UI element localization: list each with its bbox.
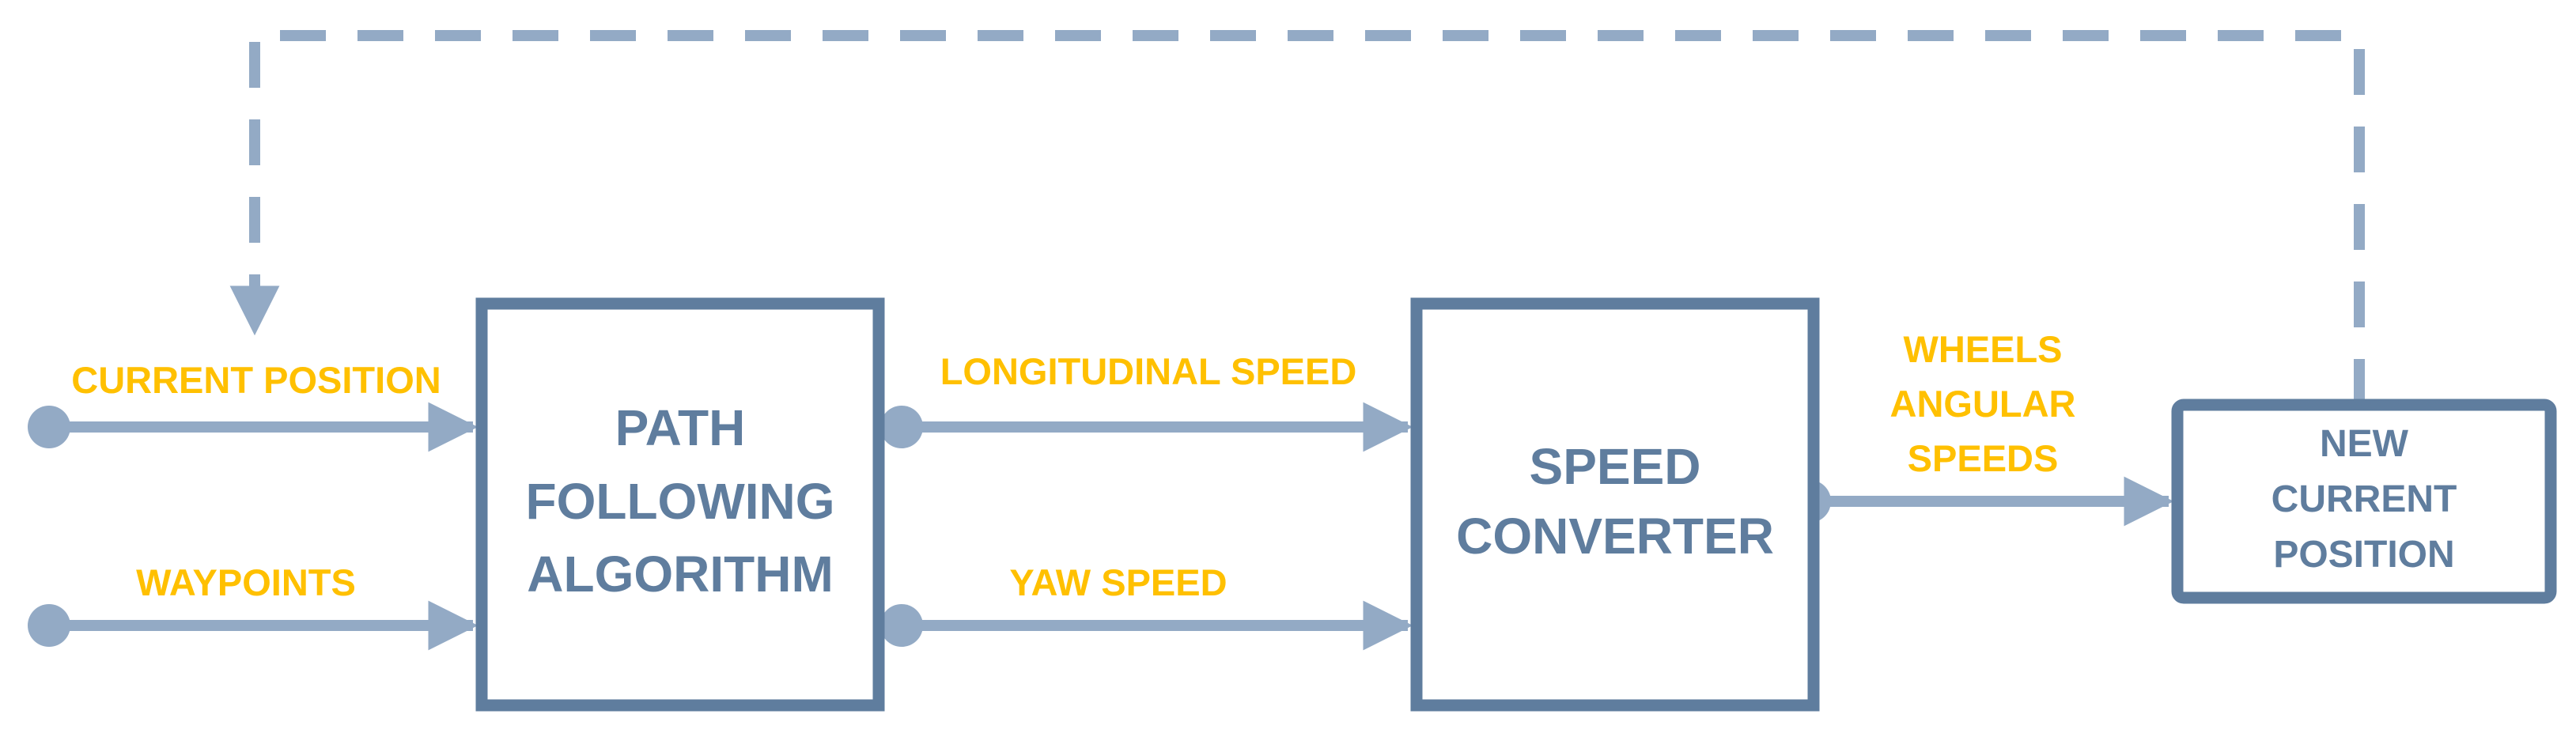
yaw-speed-start-dot bbox=[880, 604, 923, 647]
longitudinal-speed-start-dot bbox=[880, 406, 923, 448]
path-following-title-line2: FOLLOWING bbox=[525, 473, 834, 530]
new-position-title-line2: CURRENT bbox=[2271, 478, 2457, 520]
wheels-angular-speeds-label-line3: SPEEDS bbox=[1908, 437, 2059, 479]
yaw-speed-label: YAW SPEED bbox=[1009, 561, 1227, 603]
speed-converter-title-line2: CONVERTER bbox=[1456, 508, 1774, 565]
current-position-start-dot bbox=[28, 406, 70, 448]
new-position-block bbox=[2171, 399, 2557, 604]
waypoints-label: WAYPOINTS bbox=[136, 561, 356, 603]
path-following-title-line1: PATH bbox=[615, 399, 746, 456]
longitudinal-speed-label: LONGITUDINAL SPEED bbox=[940, 350, 1357, 392]
current-position-label: CURRENT POSITION bbox=[71, 359, 441, 401]
wheels-angular-speeds-label-line2: ANGULAR bbox=[1890, 383, 2076, 425]
speed-converter-title-line1: SPEED bbox=[1530, 438, 1701, 495]
new-position-title-line1: NEW bbox=[2320, 423, 2409, 465]
path-following-block bbox=[475, 297, 885, 712]
wheels-angular-speeds-label-line1: WHEELS bbox=[1903, 328, 2062, 370]
speed-converter-block bbox=[1410, 297, 1820, 712]
new-position-title-line3: POSITION bbox=[2273, 534, 2454, 576]
feedback-loop-arrow bbox=[229, 30, 2365, 405]
waypoints-start-dot bbox=[28, 604, 70, 647]
path-following-title-line3: ALGORITHM bbox=[527, 546, 834, 603]
